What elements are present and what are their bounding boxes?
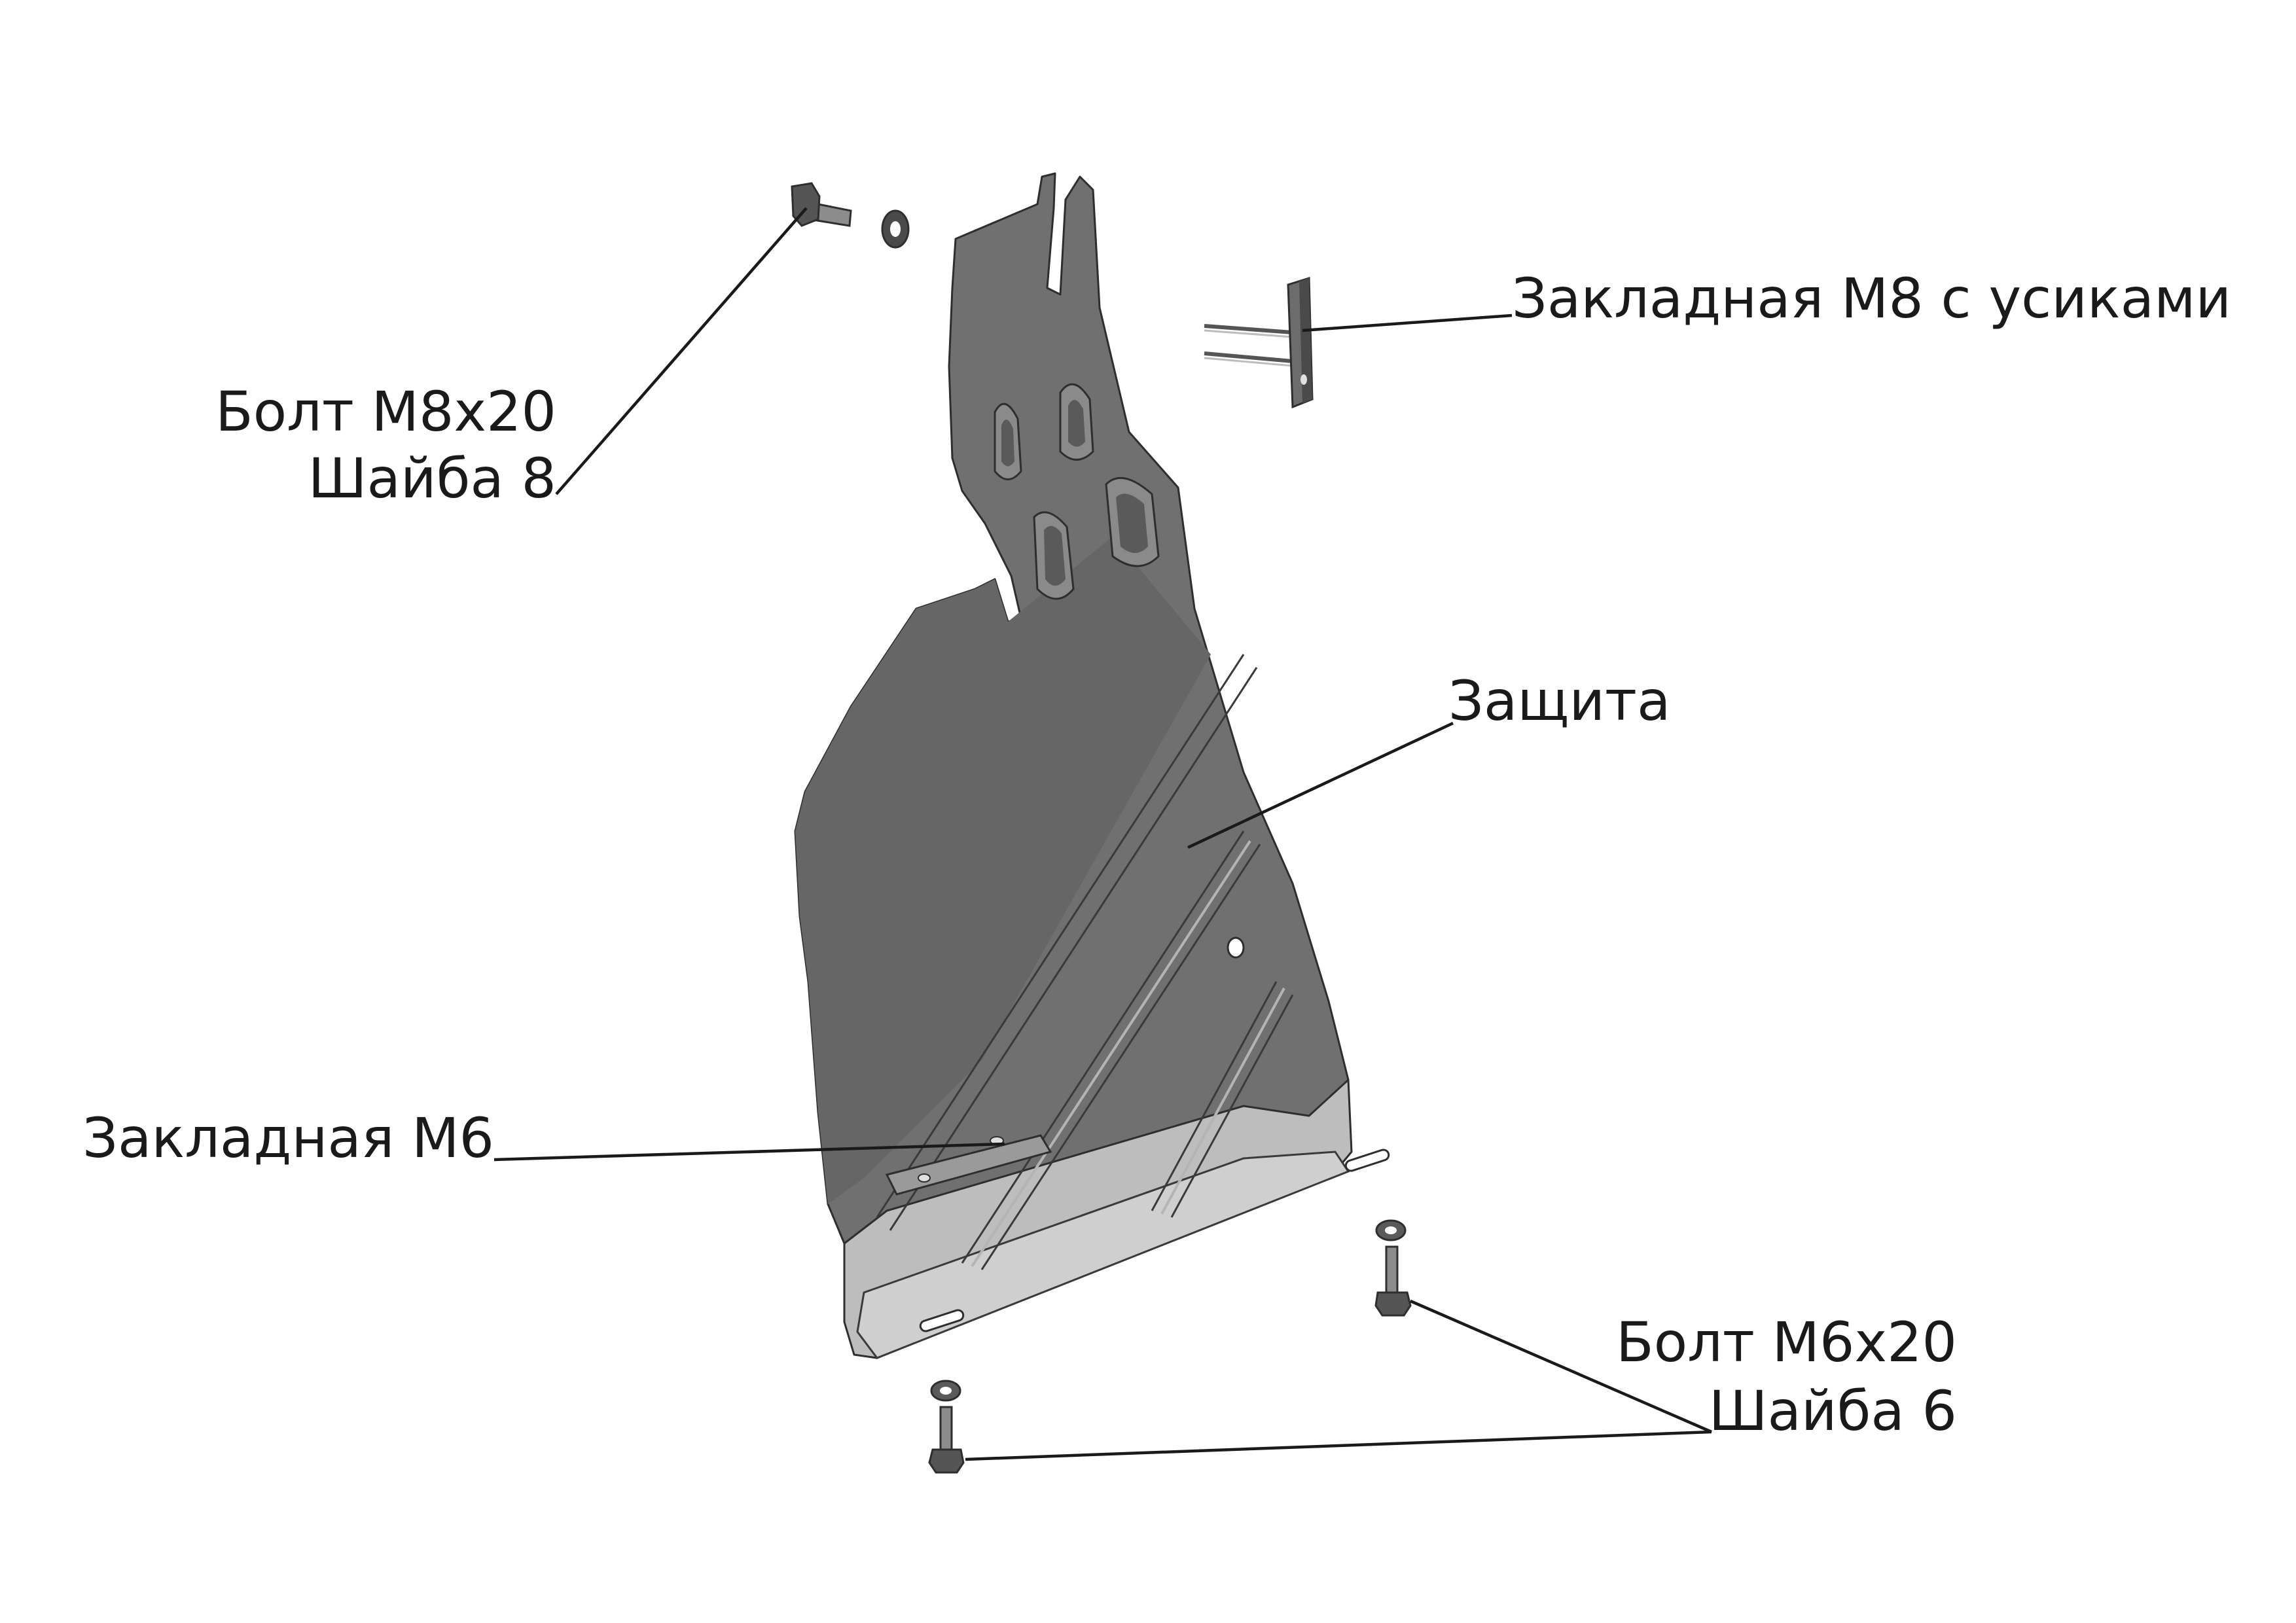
rib-diagonal-3 bbox=[961, 830, 1245, 1264]
label-bolt-m8-line1: Болт М8х20 bbox=[215, 380, 556, 444]
label-insert-m8: Закладная М8 с усиками bbox=[1512, 266, 2231, 330]
bolt-m6-right-shank bbox=[1385, 1245, 1399, 1294]
leader-insert-m6 bbox=[493, 1142, 1005, 1162]
boss-3-inner bbox=[1044, 526, 1066, 586]
insert-m8-whisker-2 bbox=[1204, 351, 1293, 363]
label-bolt-m6-line1: Болт М6х20 bbox=[1616, 1310, 1957, 1374]
insert-m8-part bbox=[1204, 276, 1314, 409]
guard-plate-flange-face bbox=[856, 1150, 1350, 1359]
rib-diagonal-4 bbox=[980, 844, 1261, 1270]
label-insert-m6: Закладная М6 bbox=[82, 1106, 494, 1170]
insert-m8-whisker-2b bbox=[1204, 357, 1293, 367]
guard-plate bbox=[794, 172, 1390, 1359]
boss-2-inner bbox=[1068, 400, 1085, 447]
rib-diagonal-3-hi bbox=[971, 840, 1251, 1268]
boss-1-inner bbox=[1001, 419, 1014, 467]
flange-slot-right bbox=[1344, 1149, 1390, 1172]
flange-slot-left bbox=[919, 1309, 965, 1332]
insert-m6-hole bbox=[918, 1173, 931, 1183]
leader-guard bbox=[1187, 721, 1454, 849]
insert-m8-whisker-1b bbox=[1204, 329, 1293, 338]
bolt-m6-left-head bbox=[928, 1448, 965, 1474]
leader-bolt-m6-left bbox=[965, 1430, 1712, 1461]
bolt-m8-part bbox=[791, 182, 910, 249]
label-guard: Защита bbox=[1448, 669, 1670, 733]
insert-m8-face bbox=[1299, 278, 1312, 403]
guard-hole bbox=[1227, 936, 1245, 959]
leader-bolt-m8 bbox=[555, 207, 808, 495]
leader-insert-m8 bbox=[1302, 313, 1513, 332]
leader-lines bbox=[493, 207, 1712, 1461]
rib-diagonal-5 bbox=[1151, 981, 1278, 1211]
label-bolt-m8-line2: Шайба 8 bbox=[308, 446, 556, 510]
insert-m8-whisker-1 bbox=[1204, 324, 1293, 334]
washer-m6-left-hole bbox=[940, 1387, 952, 1395]
guard-plate-shade bbox=[795, 537, 1211, 1204]
boss-group bbox=[994, 383, 1160, 600]
callout-labels: Болт М8х20 Шайба 8 Закладная М8 с усикам… bbox=[82, 266, 2231, 1443]
rib-diagonal-2 bbox=[889, 667, 1258, 1231]
leader-bolt-m6-right bbox=[1410, 1299, 1712, 1434]
bolt-m6-right-head bbox=[1374, 1291, 1412, 1317]
insert-m8-hole bbox=[1300, 374, 1307, 385]
bolt-m6-left-part bbox=[928, 1380, 965, 1474]
rib-diagonal-6 bbox=[1170, 994, 1294, 1218]
bolt-m6-left-shank bbox=[939, 1406, 953, 1451]
washer-m6-right-hole bbox=[1385, 1226, 1397, 1234]
bolt-m6-right-part bbox=[1374, 1219, 1412, 1317]
rib-diagonal-5-hi bbox=[1160, 988, 1285, 1215]
rib-diagonal-1 bbox=[876, 654, 1245, 1218]
label-bolt-m6-line2: Шайба 6 bbox=[1709, 1379, 1957, 1443]
washer-m8-hole bbox=[890, 221, 901, 237]
boss-4-inner bbox=[1116, 493, 1148, 553]
